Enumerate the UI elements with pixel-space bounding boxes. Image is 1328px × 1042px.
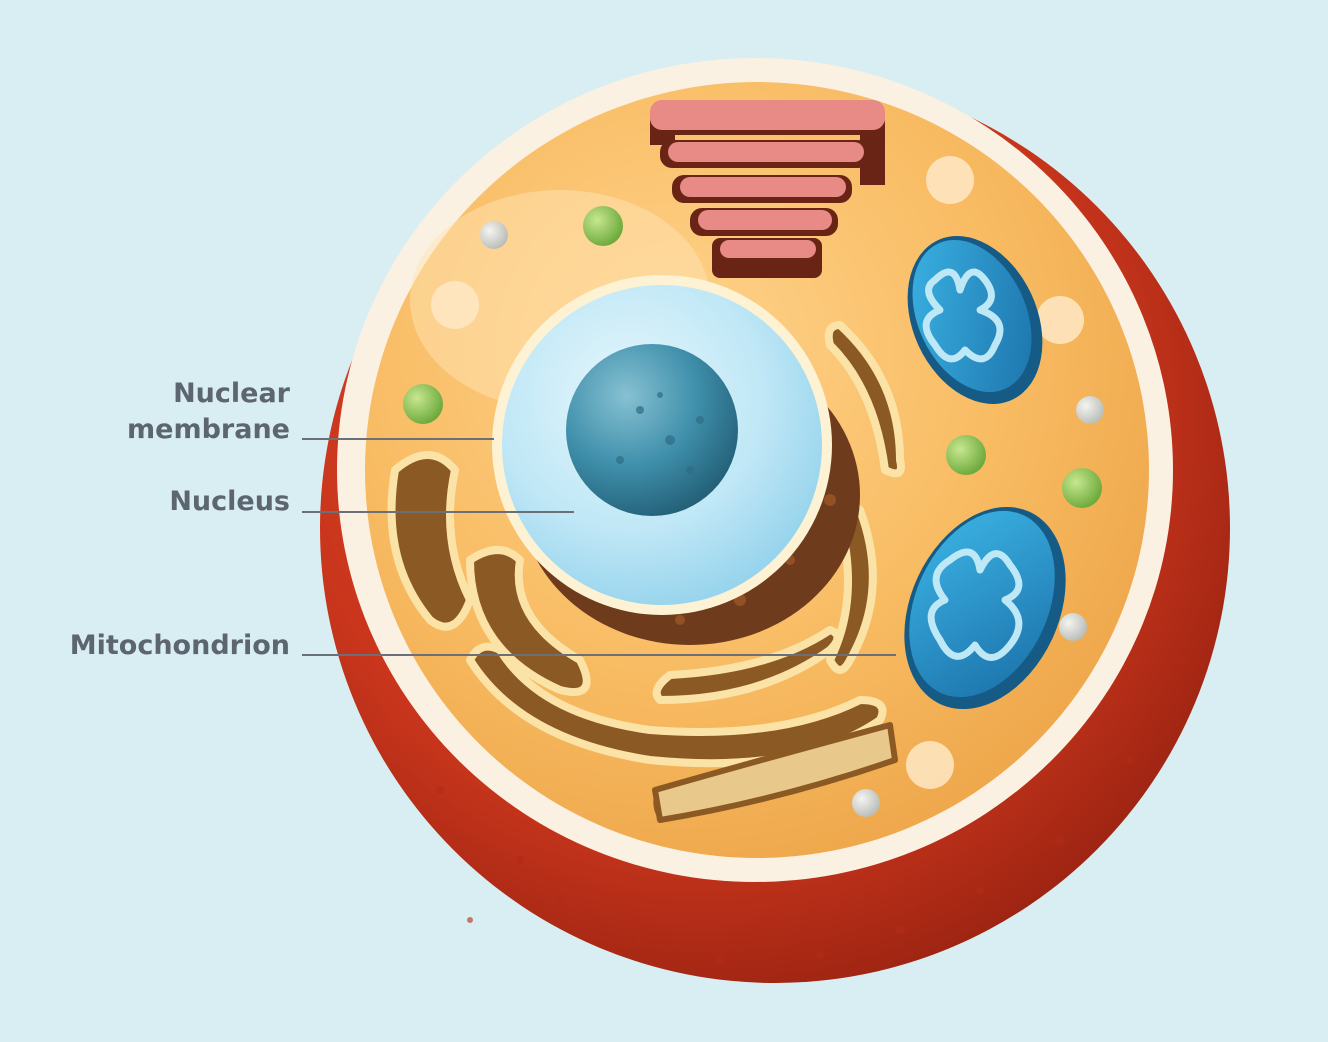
label-nuclear-membrane: Nuclear membrane <box>127 376 290 448</box>
label-nuclear-membrane-line2: membrane <box>127 414 290 445</box>
nucleolus <box>566 344 738 516</box>
cytoplasm-spots <box>431 156 1084 789</box>
golgi-apparatus <box>650 100 885 278</box>
vesicles-green <box>403 206 1102 508</box>
nucleolus-dots <box>616 392 704 474</box>
membrane-texture-dots <box>436 655 1185 965</box>
mitochondrion-lower <box>904 506 1066 710</box>
label-nucleus: Nucleus <box>169 486 290 517</box>
label-nuclear-membrane-line1: Nuclear <box>173 378 290 409</box>
endoplasmic-reticulum <box>387 321 905 823</box>
leader-lines <box>302 438 896 656</box>
vesicles-grey <box>480 221 1104 817</box>
label-mitochondrion: Mitochondrion <box>69 630 290 661</box>
mitochondrion-upper <box>907 236 1043 404</box>
